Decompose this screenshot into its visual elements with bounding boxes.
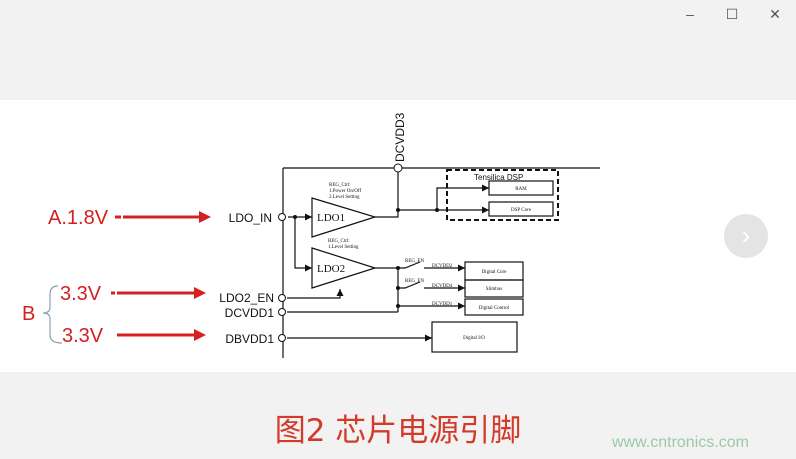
tensilica-dsp-box [446, 169, 559, 221]
digital-io-label: Digital I/O [463, 336, 485, 341]
reg-ctrl-item: 2.Level Setting [329, 195, 360, 200]
close-icon[interactable]: ✕ [769, 6, 781, 22]
watermark: www.cntronics.com [612, 434, 749, 451]
reg-ctrl-item: 1.Power On/Off [329, 189, 361, 194]
image-area [0, 100, 796, 372]
digital-io-box [431, 321, 518, 353]
ldo1-label: LDO1 [317, 212, 345, 224]
pin-dbvdd1: DBVDD1 [225, 332, 274, 346]
reg-ctrl-label: REG_Ctrl: [328, 239, 350, 244]
dsp-core-label: DSP Core [511, 208, 532, 213]
dcvdd2-label: DCVDD2 [432, 264, 453, 269]
pin-dcvdd3: DCVDD3 [393, 112, 407, 162]
brace-b [42, 285, 63, 344]
chip-boundary [282, 167, 600, 358]
pin-dcvdd1: DCVDD1 [225, 306, 275, 320]
digital-core-label: Digital Core [482, 270, 508, 275]
next-image-button[interactable]: › [724, 214, 768, 258]
slimbus-label: Slimbus [486, 287, 502, 292]
pin-ldo-in: LDO_IN [229, 211, 272, 225]
label-b: B [22, 303, 35, 325]
ram-label: RAM [515, 187, 527, 192]
maximize-icon[interactable]: ☐ [725, 6, 739, 22]
reg-ctrl-label: REG_Ctrl: [329, 183, 351, 188]
dcvdd1-label: DCVDD1 [432, 302, 453, 307]
pin-ldo2-en: LDO2_EN [219, 291, 274, 305]
ldo2-label: LDO2 [317, 263, 345, 275]
tensilica-dsp-label: Tensilica DSP [474, 173, 523, 182]
label-a-1-8v: A.1.8V [48, 207, 109, 229]
ldo1-triangle [311, 197, 378, 238]
dcvdd4-label: DCVDD4 [432, 284, 453, 289]
chevron-right-icon: › [741, 220, 751, 250]
digital-control-label: Digital Control [479, 306, 510, 311]
label-3-3v: 3.3V [60, 283, 102, 305]
reg-en-label: REG_EN [405, 259, 425, 264]
label-3-3v: 3.3V [62, 325, 104, 347]
ram-box [488, 180, 554, 196]
figure-caption: 图2 芯片电源引脚 [274, 413, 522, 449]
reg-ctrl-item: 1.Level Setting [328, 245, 359, 250]
dsp-core-box [488, 201, 554, 217]
ldo2-triangle [311, 247, 377, 289]
reg-en-label: REG_EN [405, 279, 425, 284]
digital-control-box [464, 298, 524, 316]
slimbus-box [464, 279, 524, 298]
minimize-icon[interactable]: – [686, 6, 694, 22]
